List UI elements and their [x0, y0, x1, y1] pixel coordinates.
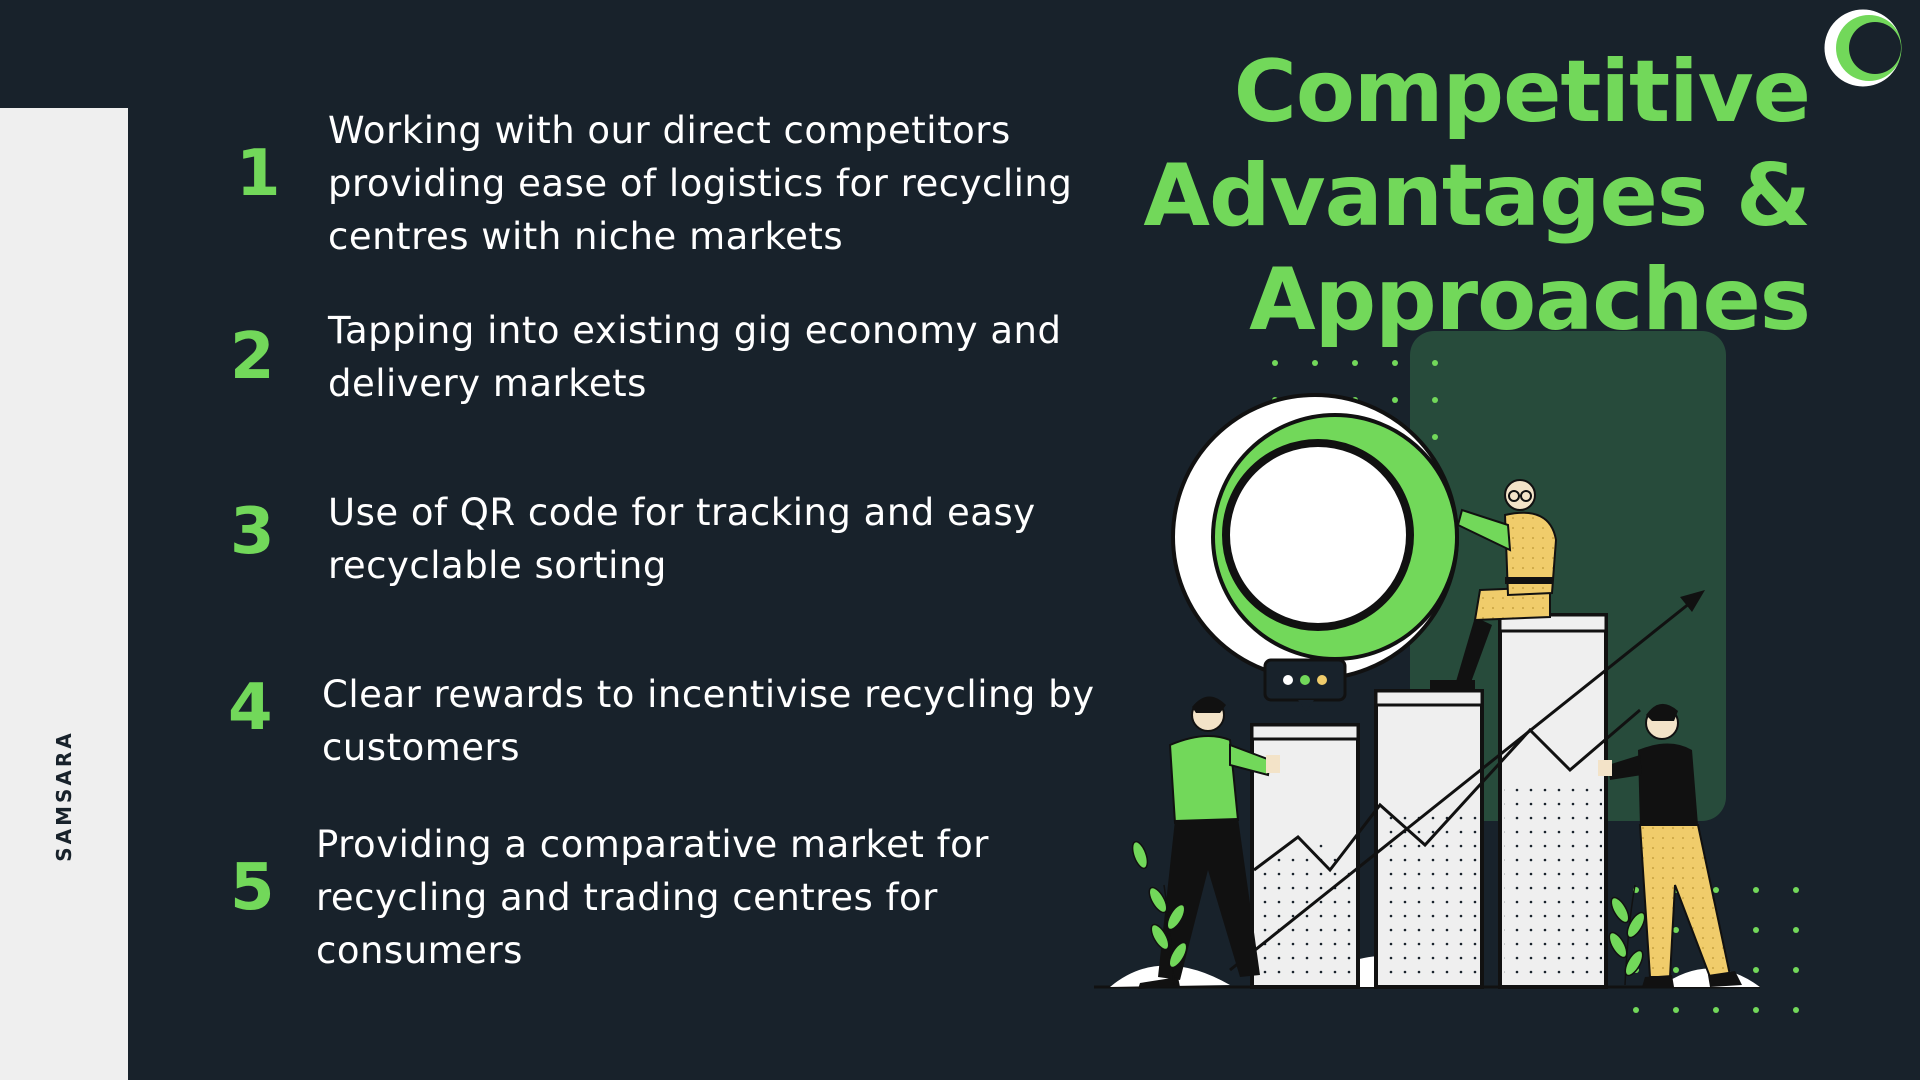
page-title: Competitive Advantages & Approaches — [990, 40, 1811, 352]
sidebar-strip: SAMSARA — [0, 108, 128, 1080]
person-yellow-pants — [1598, 703, 1742, 987]
chat-bubble-icon — [1263, 658, 1347, 711]
big-ring-logo — [1171, 393, 1459, 681]
item-number: 2 — [230, 320, 275, 394]
item-number: 1 — [236, 137, 281, 211]
person-sitting — [1430, 479, 1558, 690]
person-green-shirt — [1138, 696, 1280, 989]
item-number: 3 — [230, 495, 275, 569]
title-line-1: Competitive — [1233, 42, 1811, 142]
item-text: Providing a comparative market for recyc… — [316, 823, 989, 972]
backdrop-panel — [1410, 331, 1726, 821]
title-line-2: Advantages & — [1143, 146, 1811, 246]
growth-arrow-icon — [1229, 590, 1705, 972]
item-text: Clear rewards to incentivise recycling b… — [322, 673, 1095, 769]
item-number: 4 — [228, 671, 273, 745]
item-text: Use of QR code for tracking and easy rec… — [328, 491, 1036, 587]
plant-right-icon — [1608, 884, 1646, 986]
item-number: 5 — [230, 851, 275, 925]
plant-left-icon — [1131, 840, 1188, 986]
samsara-ring-logo-icon — [1821, 6, 1905, 90]
brand-label: SAMSARA — [52, 730, 76, 862]
item-text: Working with our direct competitors prov… — [328, 109, 1073, 258]
team-growth-bar-chart-illustration — [1094, 331, 1799, 1013]
item-text: Tapping into existing gig economy and de… — [328, 309, 1062, 405]
